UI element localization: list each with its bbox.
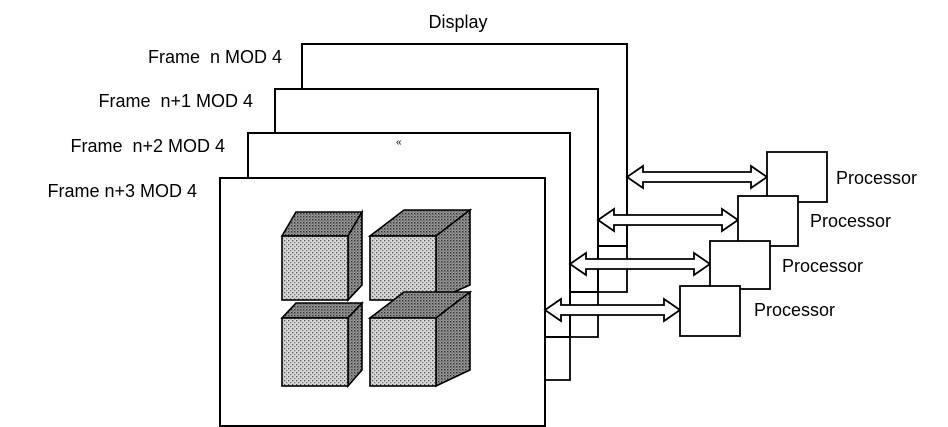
display-title: Display: [428, 12, 487, 32]
frame-label-3: Frame n+3 MOD 4: [47, 181, 197, 201]
frame-label-0: Frame n MOD 4: [148, 47, 282, 67]
frame-n-plus-3: [220, 178, 545, 426]
processor-label-2: Processor: [782, 256, 863, 276]
processor-label-0: Processor: [836, 168, 917, 188]
frame-3-stub: [545, 337, 570, 380]
cube-bottom-right: [370, 292, 470, 386]
cube-bottom-left: [282, 303, 362, 386]
processor-box-0: [767, 152, 827, 202]
frame-label-2: Frame n+2 MOD 4: [70, 136, 225, 156]
processor-label-3: Processor: [754, 300, 835, 320]
frame-label-1: Frame n+1 MOD 4: [98, 91, 253, 111]
processor-box-3: [680, 286, 740, 336]
arrow-frame-0-processor-0: [627, 166, 767, 188]
stray-mark: «: [396, 137, 402, 148]
processor-box-1: [738, 196, 798, 246]
processor-label-1: Processor: [810, 211, 891, 231]
cube-block: [282, 210, 470, 386]
processor-box-2: [710, 241, 770, 289]
cube-top-left: [282, 212, 362, 300]
